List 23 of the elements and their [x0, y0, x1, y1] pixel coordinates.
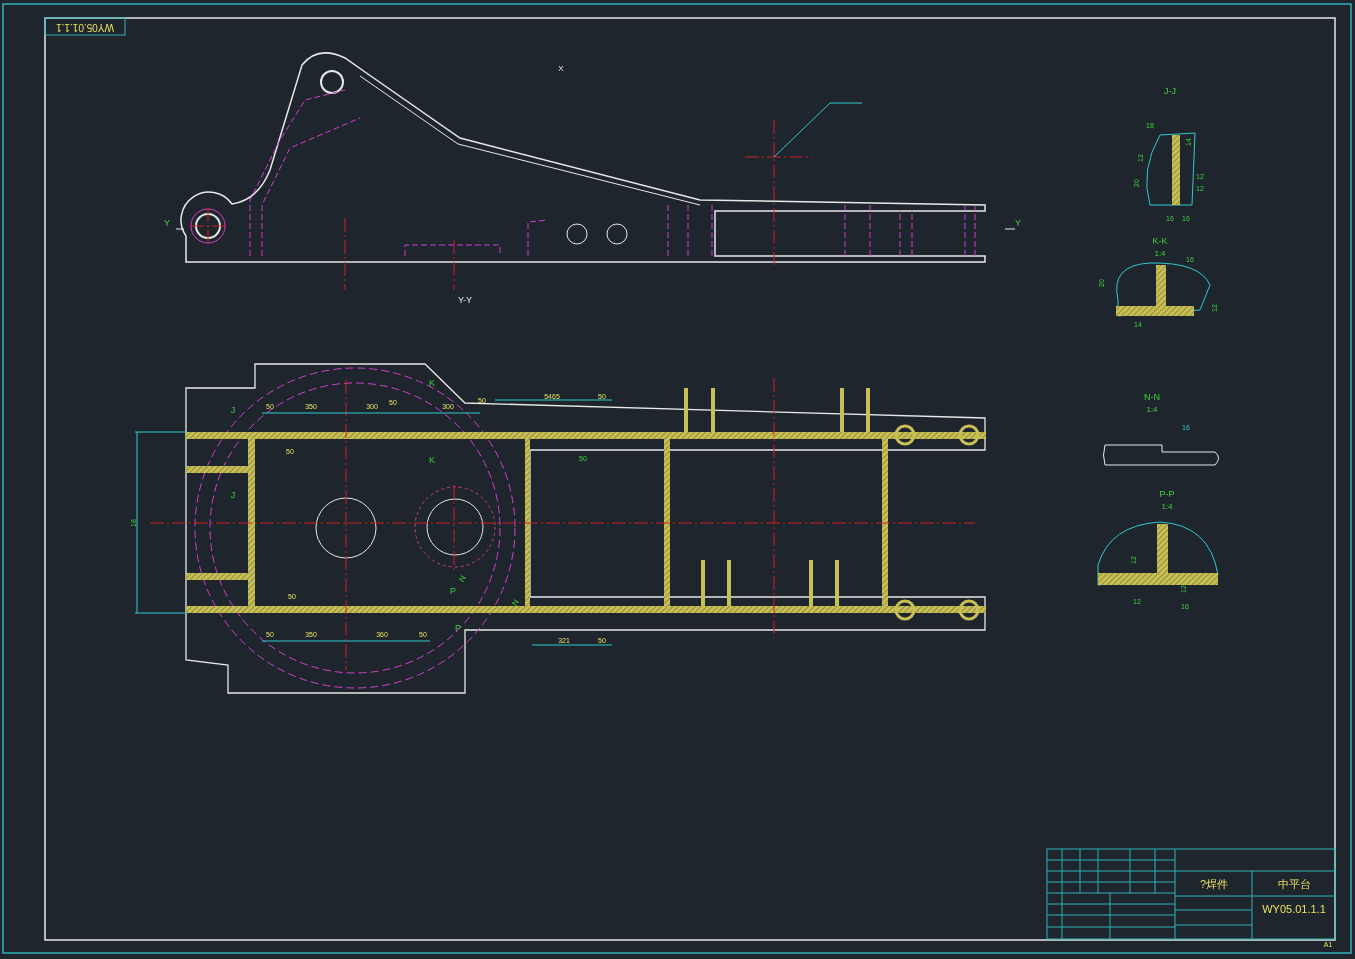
view-label: Y-Y — [457, 295, 473, 305]
section-label: N — [511, 598, 521, 608]
scale-text: 1:4 — [1154, 250, 1166, 258]
view-label: Y — [1015, 218, 1021, 228]
section-label: P-P — [1159, 489, 1175, 499]
section-label: K — [429, 455, 435, 465]
part-name: 中平台 — [1277, 878, 1311, 890]
section-label: J — [230, 490, 236, 500]
drawing-number: WY05.01.1.1 — [1262, 903, 1326, 915]
section-label: K-K — [1152, 236, 1168, 246]
section-label: N-N — [1144, 392, 1160, 402]
section-label: K — [429, 378, 435, 388]
view-label: Y — [164, 218, 170, 228]
drawing-number: WY05.01.1.1 — [56, 22, 114, 32]
section-label: P — [455, 623, 461, 633]
scale-text: 1:4 — [1146, 406, 1158, 414]
scale-text: 1:4 — [1161, 503, 1173, 511]
section-label: J-J — [1164, 86, 1176, 96]
view-label: X — [558, 65, 564, 73]
section-label: N — [458, 574, 468, 584]
section-label: P — [450, 586, 456, 596]
drawing-type: ?焊件 — [1199, 878, 1229, 890]
section-label: J — [230, 405, 236, 415]
